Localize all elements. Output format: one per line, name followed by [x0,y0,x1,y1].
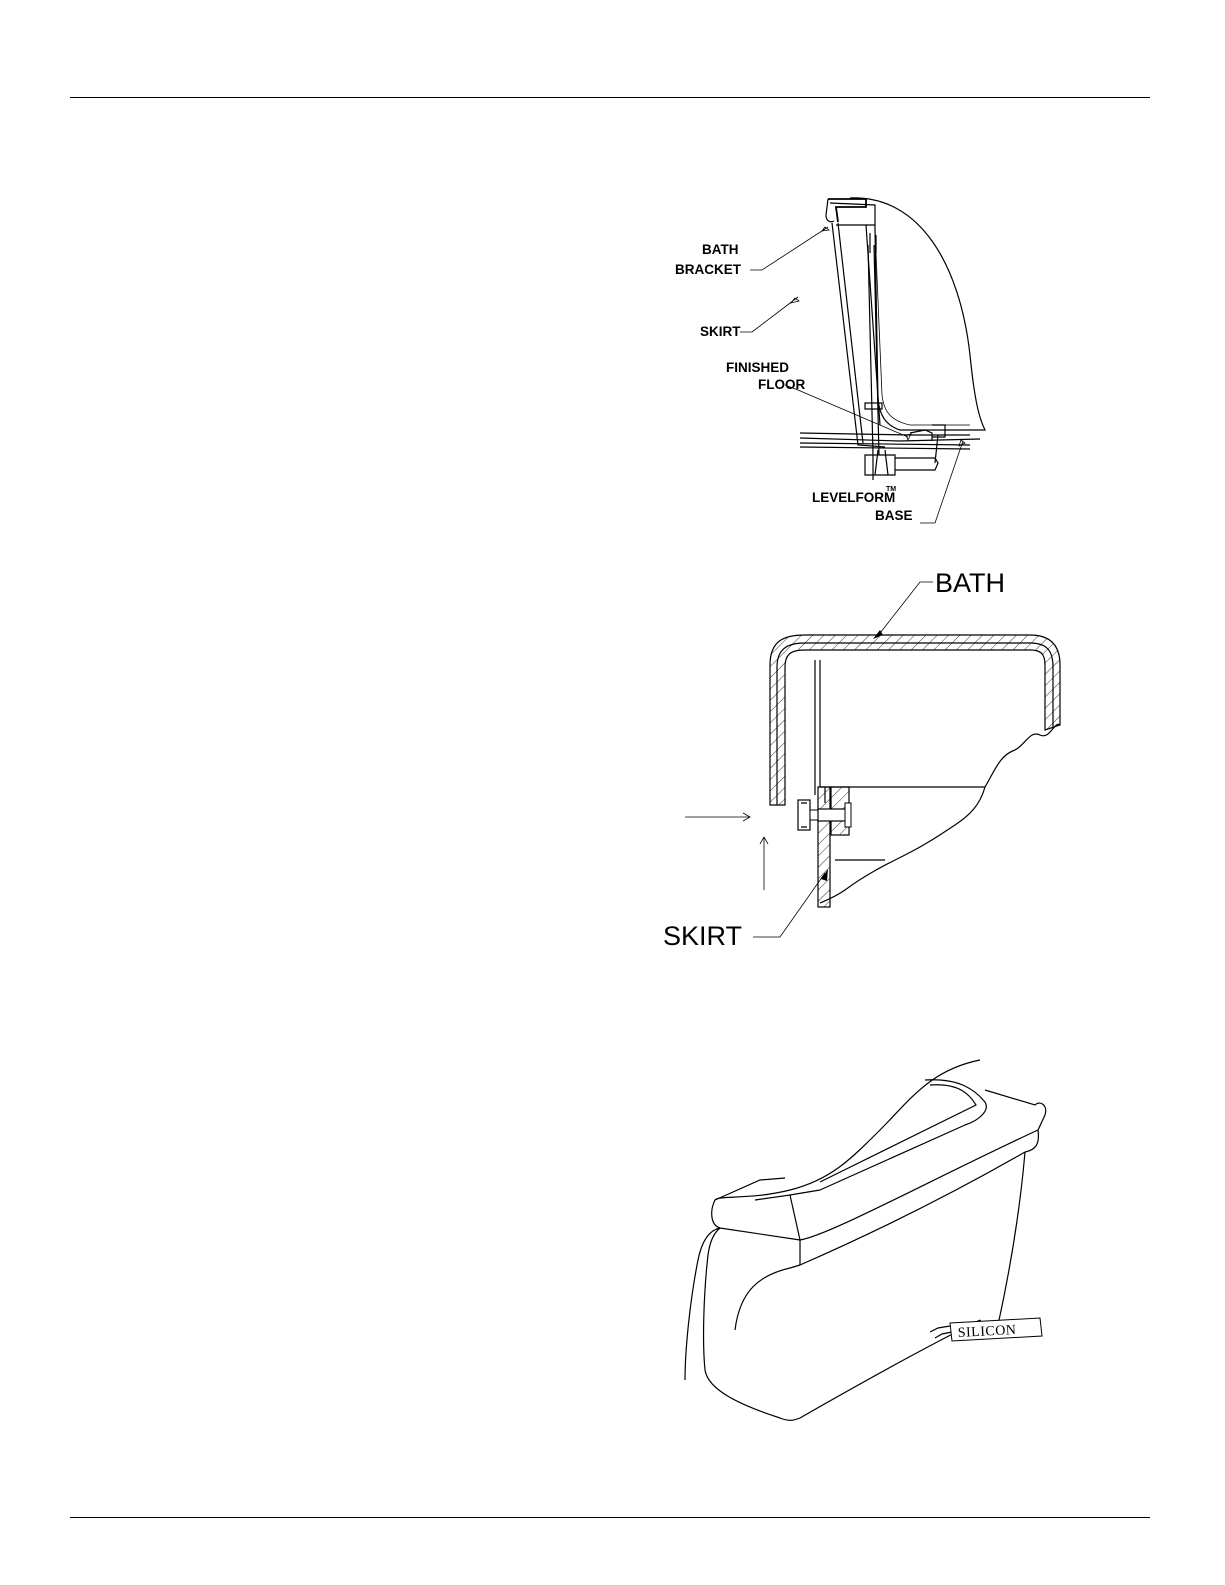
skirt-label-large: SKIRT [663,921,742,951]
skirt-label: SKIRT [700,324,741,339]
levelform-trademark: TM [886,486,896,493]
footer-rule [70,1517,1150,1518]
skirt-perspective-drawing: SILICON [680,1050,1080,1440]
bath-bracket-label-line2: BRACKET [675,262,742,277]
finished-floor-label-line1: FINISHED [726,360,789,375]
finished-floor-label-line2: FLOOR [758,377,805,392]
levelform-label-line1: LEVELFORM [812,490,895,505]
levelform-label-line2: BASE [875,508,913,523]
header-rule [70,97,1150,98]
bath-bracket-label-line1: BATH [702,242,739,257]
bath-bracket-section-figure: BATH BRACKET SKIRT FINISHED FLOOR LEVELF… [670,185,1010,545]
bath-skirt-detail-figure: BATH SKIRT [655,555,1095,970]
silicon-label: SILICON [957,1323,1016,1341]
bath-skirt-detail-drawing: BATH SKIRT [655,555,1095,970]
bath-label: BATH [935,568,1005,598]
bath-bracket-section-drawing: BATH BRACKET SKIRT FINISHED FLOOR LEVELF… [670,185,1010,545]
skirt-perspective-figure: SILICON [680,1050,1080,1440]
